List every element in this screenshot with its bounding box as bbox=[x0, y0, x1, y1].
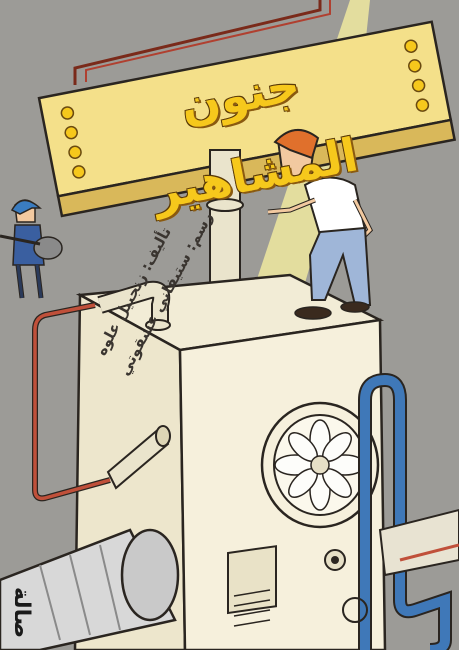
vent bbox=[227, 545, 277, 627]
boy-figure bbox=[267, 129, 374, 320]
child-with-guitar bbox=[0, 199, 63, 299]
large-duct bbox=[0, 528, 180, 650]
sign-wire bbox=[73, 0, 322, 85]
sign-pole bbox=[209, 149, 241, 301]
publisher-logo: صالة bbox=[9, 586, 34, 638]
right-pipe bbox=[378, 508, 459, 577]
title-sign bbox=[37, 20, 457, 218]
front-cylinder bbox=[106, 425, 171, 490]
